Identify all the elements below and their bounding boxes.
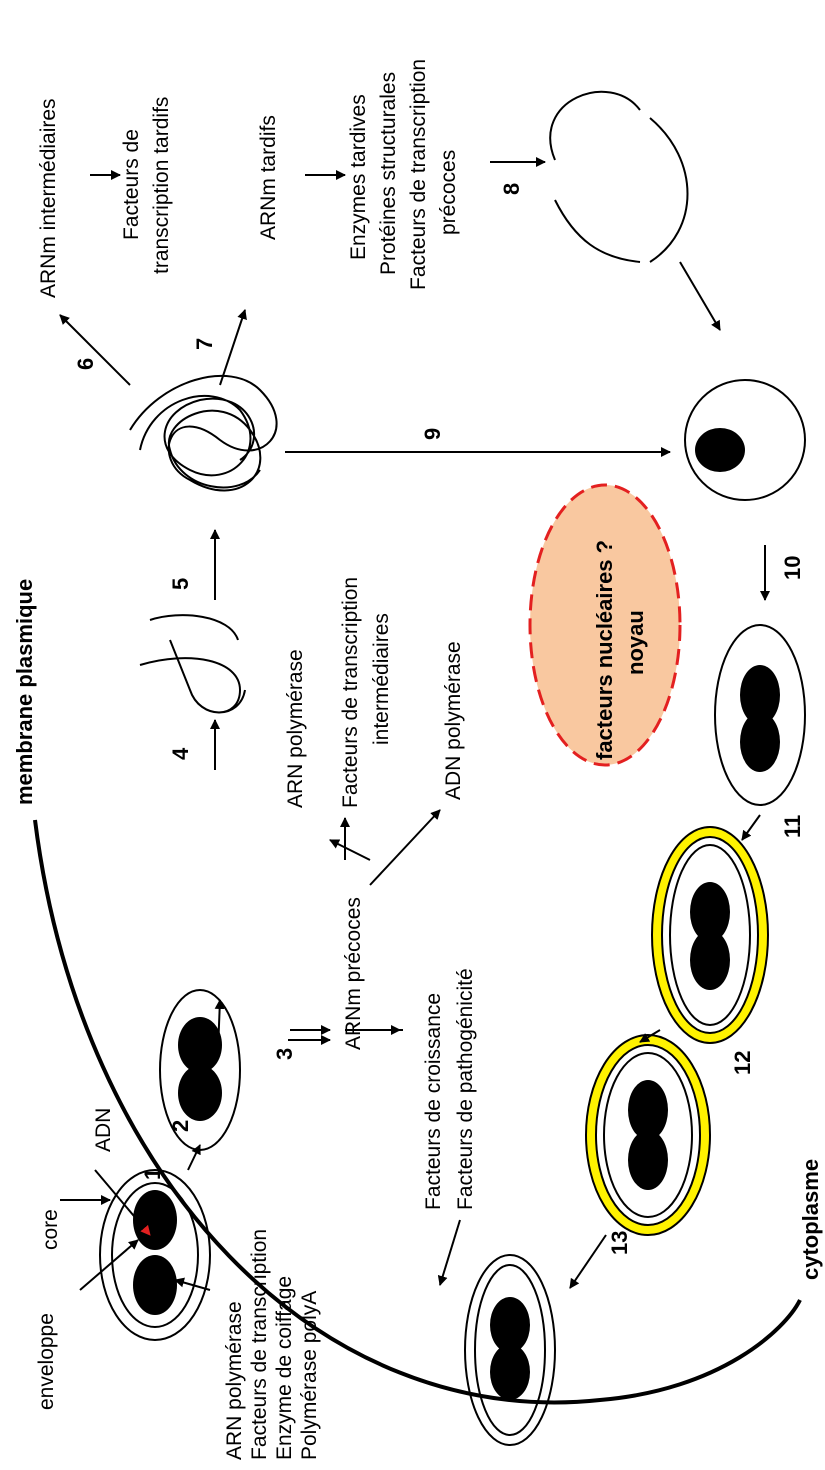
label-adn-polymerase: ADN polymérase [442,641,465,800]
labels: enveloppe core ADN ARN polymérase Facteu… [12,59,823,1460]
label-arnm-tardifs: ARNm tardifs [257,115,280,240]
label-ft-intermediaires-1: intermédiaires [370,613,393,745]
step-1: 1 [140,1168,165,1180]
label-late-0: Enzymes tardives [347,94,370,260]
step-3: 3 [272,1048,297,1060]
label-arnm-intermediaires: ARNm intermédiaires [37,98,60,298]
label-core-enzyme-3: Polymérase polyA [298,1291,321,1460]
step-12: 12 [730,1051,755,1075]
label-ft-tardifs-0: Facteurs de [120,129,143,240]
label-enveloppe: enveloppe [35,1313,58,1410]
label-croissance-1: Facteurs de pathogénicité [454,968,477,1210]
crescent-membranes [550,92,687,262]
step-2: 2 [168,1120,193,1132]
label-adn: ADN [92,1108,115,1152]
label-facteurs-nucleaires: facteurs nucléaires ? [592,540,617,760]
label-membrane: membrane plasmique [12,579,37,805]
immature-virion [685,380,805,500]
label-core: core [39,1209,62,1250]
intracellular-mature-virion [715,625,805,805]
label-core-enzyme-2: Enzyme de coiffage [273,1276,296,1460]
wrapped-virion-1 [652,827,768,1043]
label-core-enzyme-0: ARN polymérase [223,1301,246,1460]
step-9: 9 [420,428,445,440]
label-late-3: précoces [437,150,460,235]
released-virion [465,1255,555,1445]
label-ft-tardifs-1: transcription tardifs [150,97,173,274]
step-5: 5 [168,578,193,590]
label-core-enzyme-1: Facteurs de transcription [248,1229,271,1460]
label-noyau: noyau [623,610,648,675]
label-cytoplasme: cytoplasme [798,1159,823,1280]
label-ft-intermediaires-0: Facteurs de transcription [339,577,362,808]
label-late-1: Protéines structurales [377,72,400,275]
step-7: 7 [192,338,217,350]
step-13: 13 [607,1231,632,1255]
label-arnm-precoces: ARNm précoces [342,897,365,1050]
label-arn-polymerase: ARN polymérase [284,649,307,808]
step-11: 11 [780,815,805,838]
step-4: 4 [168,747,193,760]
replicated-dna-tangle [130,376,277,491]
step-8: 8 [499,183,524,195]
step-10: 10 [780,556,805,580]
label-croissance-0: Facteurs de croissance [422,993,445,1210]
step-6: 6 [73,358,98,370]
wrapped-virion-2 [586,1035,710,1235]
label-late-2: Facteurs de transcription [407,59,430,290]
unwound-dna [140,615,245,712]
